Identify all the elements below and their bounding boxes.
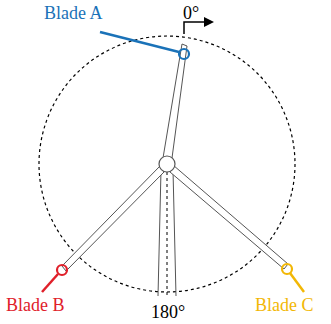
blade-b xyxy=(62,165,164,271)
marker-b xyxy=(57,265,67,275)
rotation-arrow xyxy=(184,22,212,34)
marker-a xyxy=(179,49,189,59)
hub xyxy=(159,156,175,172)
leader-c xyxy=(290,273,304,292)
azimuth-axis xyxy=(167,172,168,298)
blade-label: Blade A xyxy=(44,4,103,22)
angle-label: 0° xyxy=(183,4,199,22)
angle-label: 180° xyxy=(151,303,185,321)
marker-c xyxy=(282,264,292,274)
tower xyxy=(158,170,176,296)
blade-c xyxy=(170,165,288,269)
leader-b xyxy=(42,274,58,292)
leader-a xyxy=(100,32,179,52)
rotor-path xyxy=(39,36,295,292)
blade-a xyxy=(163,44,187,158)
blade-label: Blade C xyxy=(255,296,314,314)
blade-label: Blade B xyxy=(6,296,65,314)
